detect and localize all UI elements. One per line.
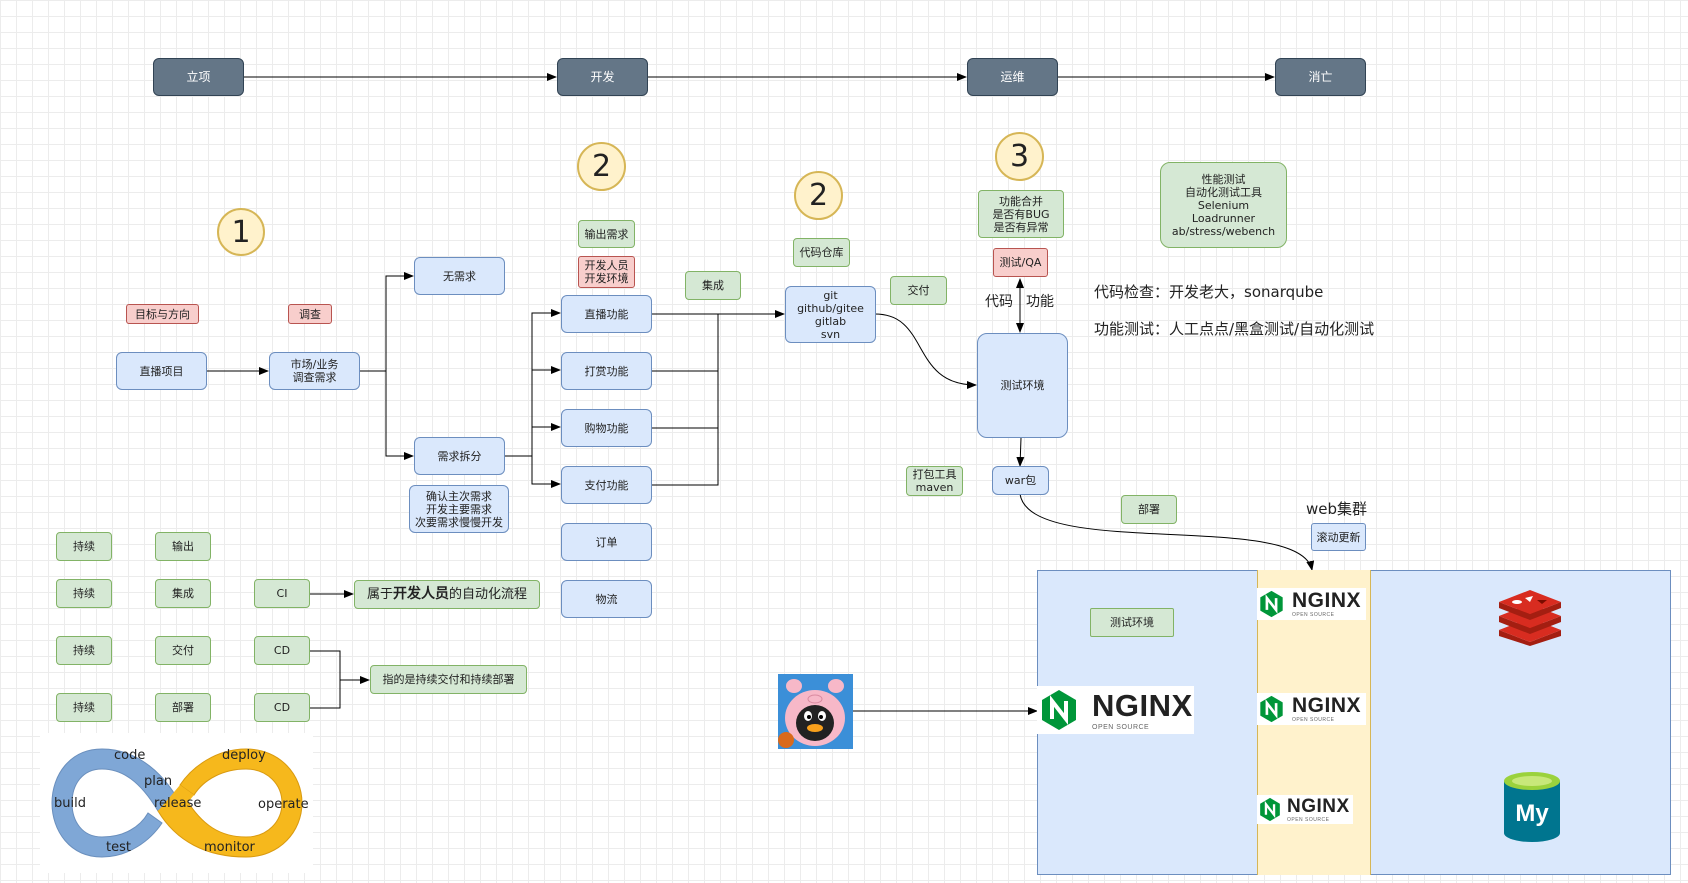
qa-node[interactable]: 测试/QA [993, 248, 1048, 277]
ci-node[interactable]: CI [254, 579, 310, 608]
action-integrate: 集成 [155, 579, 211, 608]
mysql-label: My [1515, 800, 1549, 827]
research-node[interactable]: 市场/业务 调查需求 [269, 352, 360, 390]
feature-shopping[interactable]: 购物功能 [561, 409, 652, 447]
cd-node-1[interactable]: CD [254, 636, 310, 665]
ci-desc-emphasis: 开发人员 [393, 586, 449, 602]
code-repo-node[interactable]: git github/gitee gitlab svn [785, 286, 876, 343]
nginx-subtitle: OPEN SOURCE [1292, 612, 1335, 618]
step-marker-2a: 2 [577, 142, 626, 191]
nginx-wordmark: NGINX [1287, 795, 1350, 817]
function-test-note: 功能测试：人工点点/黑盒测试/自动化测试 [1094, 320, 1375, 338]
arrow-split-f3 [505, 423, 561, 457]
project-node[interactable]: 直播项目 [116, 352, 207, 390]
ci-description: 属于开发人员的自动化流程 [354, 580, 540, 609]
step-marker-1: 1 [217, 208, 265, 256]
stage-operations[interactable]: 运维 [967, 58, 1058, 96]
redis-icon [1499, 590, 1561, 646]
nginx-wordmark: NGINX [1292, 589, 1362, 612]
no-demand-node[interactable]: 无需求 [414, 257, 505, 295]
test-env-node[interactable]: 测试环境 [977, 333, 1068, 438]
continuous-2: 持续 [56, 579, 112, 608]
arrow-research-nodemand [359, 272, 414, 372]
devops-release: release [154, 796, 201, 811]
line-f4-bus [652, 314, 719, 486]
goal-tag: 目标与方向 [126, 304, 199, 324]
people-tag: 开发人员 开发环境 [578, 256, 635, 288]
devops-build: build [54, 796, 86, 811]
function-label: 功能 [1026, 294, 1054, 310]
devops-operate: operate [258, 797, 309, 812]
code-label: 代码 [985, 294, 1013, 310]
check-tag: 功能合并 是否有BUG 是否有异常 [978, 190, 1064, 238]
nginx-wordmark: NGINX [1092, 687, 1193, 723]
package-tag: 打包工具 maven [906, 466, 963, 496]
feature-tip[interactable]: 打赏功能 [561, 352, 652, 390]
split-note: 确认主次需求 开发主要需求 次要需求慢慢开发 [409, 485, 509, 533]
arrow-repo-testenv [874, 313, 977, 389]
output-tag: 输出需求 [578, 220, 635, 248]
nginx-frontend: NGINX OPEN SOURCE [1037, 686, 1194, 734]
feature-live[interactable]: 直播功能 [561, 295, 652, 333]
nginx-subtitle: OPEN SOURCE [1287, 816, 1330, 823]
survey-tag: 调查 [288, 304, 332, 324]
step-marker-3: 3 [995, 132, 1044, 181]
ci-desc-suffix: 的自动化流程 [449, 587, 528, 602]
step-marker-2b: 2 [794, 171, 843, 220]
nginx-node-2: NGINX OPEN SOURCE [1257, 693, 1366, 725]
cd-node-2[interactable]: CD [254, 693, 310, 722]
feature-logistics[interactable]: 物流 [561, 580, 652, 618]
nginx-icon [1260, 590, 1283, 618]
cd-description: 指的是持续交付和持续部署 [370, 665, 527, 694]
line-f2-bus [652, 314, 719, 372]
arrow-research-split [359, 370, 414, 460]
cluster-test-env: 测试环境 [1090, 608, 1174, 637]
action-deploy: 部署 [155, 693, 211, 722]
nginx-node-3: NGINX OPEN SOURCE [1257, 795, 1353, 824]
test-tools-box: 性能测试 自动化测试工具 Selenium Loadrunner ab/stre… [1160, 162, 1287, 248]
feature-payment[interactable]: 支付功能 [561, 466, 652, 504]
deliver-tag: 交付 [890, 276, 947, 305]
nginx-node-1: NGINX OPEN SOURCE [1257, 588, 1366, 620]
devops-test: test [106, 840, 131, 855]
continuous-3: 持续 [56, 636, 112, 665]
action-deliver: 交付 [155, 636, 211, 665]
repo-tag: 代码仓库 [793, 238, 850, 267]
war-node[interactable]: war包 [992, 466, 1049, 495]
rolling-update-node[interactable]: 滚动更新 [1311, 523, 1366, 551]
arrow-cd1-desc [310, 650, 370, 684]
split-node[interactable]: 需求拆分 [414, 437, 505, 475]
devops-code: code [114, 748, 145, 763]
nginx-subtitle: OPEN SOURCE [1292, 717, 1335, 723]
devops-deploy: deploy [222, 748, 266, 763]
arrow-testenv-war [1016, 437, 1025, 467]
stage-retirement[interactable]: 消亡 [1275, 58, 1366, 96]
feature-order[interactable]: 订单 [561, 523, 652, 561]
devops-plan: plan [144, 774, 172, 789]
devops-monitor: monitor [204, 840, 256, 855]
web-cluster-title: web集群 [1306, 500, 1368, 518]
nginx-wordmark: NGINX [1292, 694, 1362, 717]
continuous-1: 持续 [56, 532, 112, 561]
line-cd2-desc [310, 680, 341, 709]
continuous-4: 持续 [56, 693, 112, 722]
nginx-subtitle: OPEN SOURCE [1092, 723, 1150, 731]
nginx-icon [1260, 797, 1280, 822]
avatar-icon [778, 674, 853, 749]
stage-initiation[interactable]: 立项 [153, 58, 244, 96]
code-check-note: 代码检查：开发老大，sonarqube [1094, 283, 1324, 301]
mysql-icon: My [1504, 772, 1560, 842]
integrate-tag: 集成 [685, 271, 741, 300]
nginx-icon [1260, 695, 1283, 723]
nginx-icon [1042, 690, 1076, 730]
arrow-war-cluster [1019, 493, 1315, 571]
arrow-split-f4 [505, 455, 561, 488]
ci-desc-prefix: 属于 [366, 587, 393, 602]
stage-development[interactable]: 开发 [557, 58, 648, 96]
deploy-tag: 部署 [1121, 495, 1177, 524]
action-output: 输出 [155, 532, 211, 561]
devops-infinity-diagram: code plan build test release deploy oper… [40, 733, 313, 873]
